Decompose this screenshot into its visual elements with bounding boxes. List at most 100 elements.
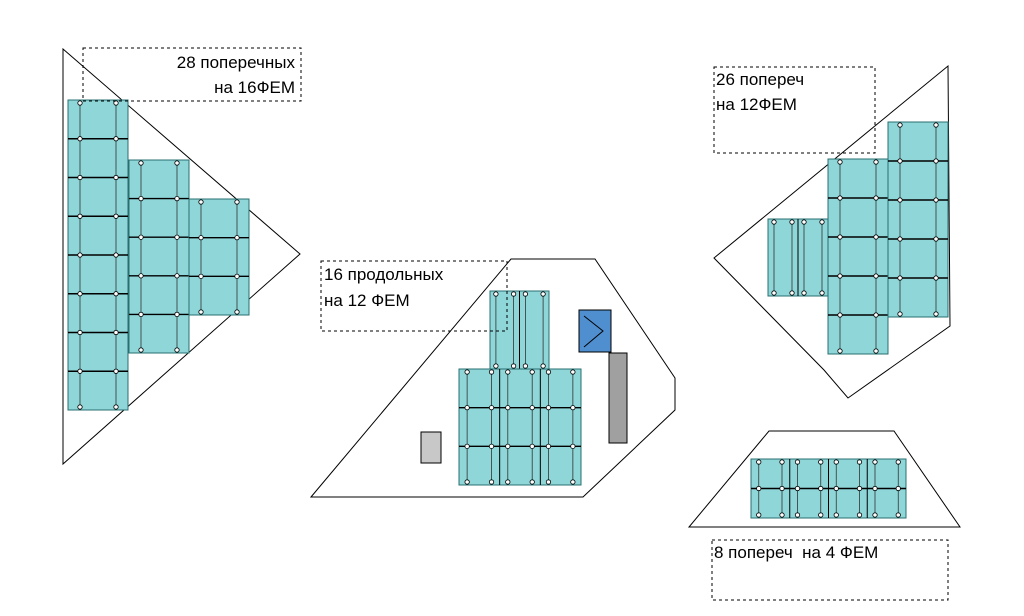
fixing-point [113, 213, 119, 219]
fixing-point [818, 512, 824, 518]
fixing-point [545, 443, 552, 449]
fixing-point [138, 196, 144, 202]
fixing-point [77, 213, 83, 219]
fixing-point [570, 405, 576, 411]
fixing-point [488, 479, 495, 485]
fixing-point [138, 273, 144, 279]
fixing-point [510, 363, 517, 369]
fixing-point [873, 195, 879, 201]
fem-panel-block [128, 159, 190, 354]
fixing-point [464, 479, 470, 485]
fixing-point [837, 348, 843, 354]
fixing-point [837, 234, 843, 240]
fixing-point [540, 291, 546, 297]
fixing-point [174, 160, 180, 166]
group-right-quad: 26 попереч на 12ФЕМ [713, 64, 951, 399]
fixing-point [493, 291, 499, 297]
fixing-point [933, 275, 939, 281]
fixing-point [464, 369, 470, 375]
fixing-point [872, 459, 878, 465]
fixing-point [77, 100, 83, 106]
fixing-point [897, 311, 903, 317]
fixing-point [529, 405, 535, 411]
group-bottom-trapezoid: 8 попереч на 4 ФЕМ [687, 430, 961, 601]
fixing-point [198, 235, 204, 241]
fixing-point [198, 273, 204, 279]
fixing-point [818, 485, 824, 492]
fem-panel-block [458, 368, 582, 486]
fixing-point [113, 329, 119, 336]
fixing-point [464, 405, 470, 411]
fixing-point [505, 479, 511, 485]
fixing-point [138, 347, 144, 353]
fixing-point [756, 459, 762, 465]
fixing-point [77, 174, 83, 181]
fixing-point [138, 160, 144, 166]
fixing-point [837, 312, 843, 318]
fixing-point [837, 159, 843, 165]
group-left-triangle: 28 поперечных на 16ФЕМ [62, 47, 302, 466]
fixing-point [174, 311, 180, 317]
fixing-point [540, 363, 546, 369]
right-quad-outline [713, 64, 951, 399]
fixing-point [771, 290, 777, 296]
fixing-point [113, 252, 119, 258]
fixing-point [198, 309, 204, 315]
fixing-point [113, 136, 119, 142]
fixing-point [234, 309, 240, 315]
fixing-point [77, 404, 83, 410]
label-top-left-line1: 28 поперечных [177, 53, 296, 72]
fixing-point [837, 273, 843, 279]
fixing-point [794, 485, 801, 492]
fixing-point [493, 363, 499, 369]
bottom-trapezoid-panels [750, 458, 907, 519]
fixing-point [789, 290, 795, 296]
fixing-point [794, 459, 801, 465]
fixing-point [897, 236, 903, 242]
fixing-point [933, 236, 939, 242]
fixing-point [505, 405, 511, 411]
label-bottom-right: 8 попереч на 4 ФЕМ [714, 543, 878, 562]
fixing-point [933, 122, 939, 128]
fixing-point [771, 219, 777, 225]
fixing-point [234, 273, 240, 279]
fixing-point [873, 234, 879, 240]
label-box-bottom-right [711, 539, 949, 601]
fixing-point [510, 291, 517, 297]
fixing-point [570, 443, 576, 449]
fixing-point [505, 443, 511, 449]
fixing-point [789, 219, 795, 225]
fixing-point [174, 234, 180, 240]
label-box-top-right [713, 66, 876, 154]
label-box-center [320, 260, 508, 332]
fixing-point [873, 159, 879, 165]
fixing-point [113, 174, 119, 181]
fixing-point [895, 512, 901, 518]
label-center-line1: 16 продольных [324, 265, 444, 284]
fixing-point [234, 199, 240, 205]
fixing-point [833, 512, 839, 518]
fixing-point [570, 479, 576, 485]
fixing-point [77, 252, 83, 258]
fixing-point [897, 158, 903, 164]
fixing-point [819, 219, 825, 225]
center-pentagon-outline [309, 258, 676, 498]
fixing-point [933, 311, 939, 317]
fixing-point [234, 235, 240, 241]
fixing-point [522, 363, 529, 369]
fixing-point [113, 404, 119, 410]
fixing-point [895, 485, 901, 492]
fixing-point [77, 136, 83, 142]
fem-panel-block [827, 158, 889, 355]
fixing-point [933, 197, 939, 203]
fixing-point [77, 291, 83, 297]
fixing-point [529, 369, 535, 375]
fixing-point [856, 459, 863, 465]
label-top-right-line1: 26 попереч [716, 70, 804, 89]
fixing-point [113, 368, 119, 374]
fixing-point [198, 199, 204, 205]
label-top-left-line2: на 16ФЕМ [214, 78, 295, 97]
fixing-point [933, 158, 939, 164]
right-quad-panels [767, 121, 949, 355]
